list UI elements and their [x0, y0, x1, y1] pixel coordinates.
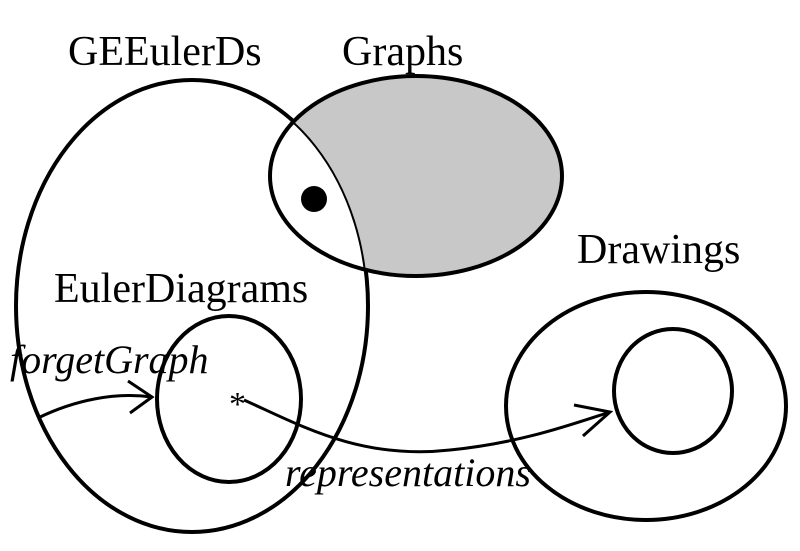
graphs-label: Graphs	[342, 29, 463, 75]
representations-arrow	[243, 398, 611, 454]
euler-diagrams-label: EulerDiagrams	[54, 266, 308, 312]
star-marker: *	[229, 386, 246, 423]
drawings-inner-set	[612, 327, 734, 455]
representations-label: representations	[285, 450, 531, 495]
forget-graph-arrow	[37, 394, 153, 420]
geeulerds-label: GEEulerDs	[68, 29, 262, 75]
drawings-label: Drawings	[577, 227, 740, 273]
representations-arrowhead	[573, 403, 614, 438]
euler-diagrams-set	[155, 314, 303, 484]
forget-graph-arrowhead	[127, 379, 155, 415]
forget-graph-label: forgetGraph	[10, 337, 209, 382]
geeulerds-set	[14, 78, 370, 534]
graphs-set	[268, 74, 564, 278]
drawings-set	[504, 290, 788, 522]
intersection-dot	[301, 186, 327, 212]
